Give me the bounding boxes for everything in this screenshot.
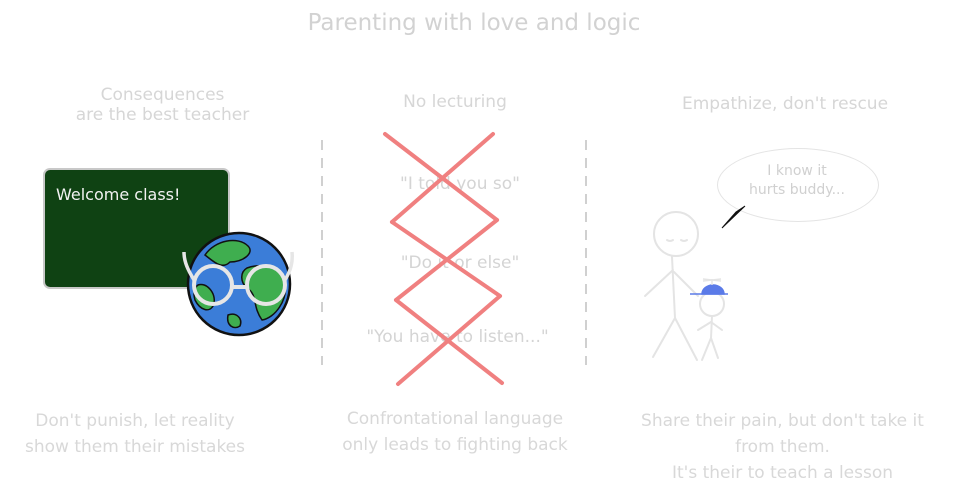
speech-bubble-text: I know it hurts buddy... bbox=[749, 163, 845, 198]
quote-you-have-to-listen: "You have to listen..." bbox=[366, 327, 549, 347]
page-title: Parenting with love and logic bbox=[307, 10, 641, 36]
heading-consequences: Consequences are the best teacher bbox=[75, 85, 250, 126]
chalkboard-text: Welcome class! bbox=[56, 185, 181, 204]
speech-bubble-icon bbox=[717, 148, 879, 222]
footer-consequences: Don't punish, let reality show them thei… bbox=[25, 411, 245, 457]
footer-no-lecturing: Confrontational language only leads to f… bbox=[342, 409, 568, 455]
quote-do-it-or-else: "Do it or else" bbox=[400, 253, 520, 273]
footer-empathize: Share their pain, but don't take it from… bbox=[641, 411, 924, 483]
heading-empathize: Empathize, don't rescue bbox=[681, 94, 889, 114]
heading-no-lecturing: No lecturing bbox=[403, 92, 507, 112]
